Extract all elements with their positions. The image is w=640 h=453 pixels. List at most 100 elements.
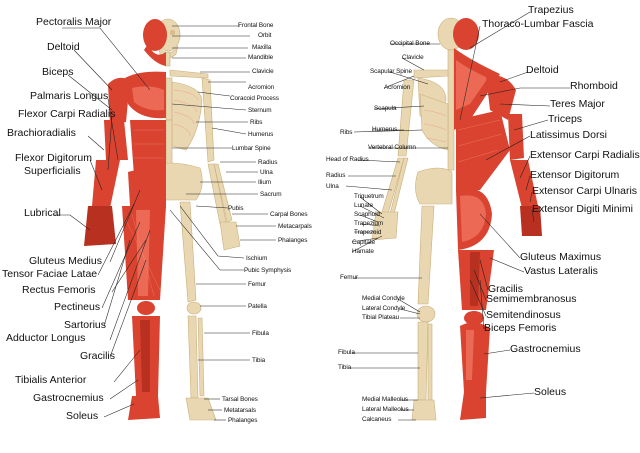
leader-lines [54,11,570,421]
label-medial-condyle: Medial Condyle [362,295,405,302]
label-deltoid-back: Deltoid [526,64,559,76]
label-tibialis-anterior: Tibialis Anterior [15,374,87,386]
label-semimembranosus: Semimembranosus [486,293,577,305]
label-ribs: Ribs [250,119,263,126]
label-rectus-femoris: Rectus Femoris [22,284,96,296]
label-calcaneus: Calcaneus [362,416,392,423]
label-flexor-carpi-radialis: Flexor Carpi Radialis [18,108,116,120]
label-trapezius: Trapezius [528,4,574,16]
label-trapezium: Trapezium [354,220,384,227]
label-pectoralis-major: Pectoralis Major [36,16,112,28]
label-capitate: Capitate [352,239,376,246]
label-palmaris-longus: Palmaris Longus [30,90,109,102]
label-sartorius: Sartorius [64,319,107,331]
front-muscles [84,19,167,420]
label-ribs-back: Ribs [340,129,353,136]
label-lateral-malleolus: Lateral Malleolus [362,406,409,413]
label-scaphoid: Scaphoid [354,211,380,218]
label-tensor-faciae-latae: Tensor Faciae Latae [2,268,98,280]
label-pubis: Pubis [228,205,244,212]
label-lubrical: Lubrical [24,207,61,219]
label-lumbar-spine: Lumbar Spine [232,145,271,152]
label-frontal-bone: Frontal Bone [238,22,274,29]
label-hamate: Hamate [352,248,374,255]
label-ulna-back: Ulna [326,183,339,190]
label-extensor-digiti-minimi: Extensor Digiti Minimi [532,203,633,215]
label-vastus-lateralis: Vastus Lateralis [524,265,598,277]
label-clavicle-back: Clavicle [402,54,424,61]
label-scapular-spine: Scapular Spine [370,68,412,75]
label-brachioradialis: Brachioradialis [7,127,76,139]
label-rhomboid: Rhomboid [570,80,618,92]
back-muscles [453,18,542,420]
label-extensor-digitorum: Extensor Digitorum [530,169,620,181]
label-metatarsals: Metatarsals [224,407,256,414]
label-trapezoid: Trapezoid [354,229,382,236]
label-radius: Radius [258,159,278,166]
label-tibia-back: Tibia [338,364,352,371]
label-acromion-back: Acromion [384,84,411,91]
label-deltoid: Deltoid [47,41,80,53]
label-triquetrum: Triquetrum [354,193,384,200]
label-gluteus-medius: Gluteus Medius [29,255,102,267]
label-vertebral-column: Vertebral Column [368,144,416,151]
label-gastrocnemius: Gastrocnemius [33,392,104,404]
label-tibia-front: Tibia [252,357,266,364]
label-maxilla: Maxilla [252,44,272,51]
label-extensor-carpi-ulnaris: Extensor Carpi Ulnaris [532,185,638,197]
label-ilium: Ilium [258,179,271,186]
label-ulna: Ulna [260,169,273,176]
back-figure [371,17,542,421]
label-fibula-front: Fibula [252,330,269,337]
label-flexor-digitorum: Flexor Digitorum [15,152,93,164]
label-biceps: Biceps [42,66,74,78]
label-orbit: Orbit [258,32,272,39]
label-tarsal-bones: Tarsal Bones [222,396,258,403]
label-gastrocnemius-back: Gastrocnemius [510,343,581,355]
label-occipital-bone: Occipital Bone [390,40,430,47]
label-teres-major: Teres Major [550,98,605,110]
label-fibula-back: Fibula [338,349,355,356]
label-biceps-femoris: Biceps Femoris [484,322,557,334]
front-figure [84,18,241,421]
label-tibial-plateau: Tibial Plateau [362,314,400,321]
label-metacarpals: Metacarpals [278,223,312,230]
label-pectineus: Pectineus [54,301,101,313]
label-gluteus-maximus: Gluteus Maximus [520,251,602,263]
label-carpal-bones: Carpal Bones [270,211,308,218]
label-ischium: Ischium [246,255,268,262]
label-soleus-back: Soleus [534,386,567,398]
label-patella: Patella [248,303,267,310]
label-lunate: Lunate [354,202,373,209]
label-phalanges-hand: Phalanges [278,237,308,244]
label-clavicle: Clavicle [252,68,274,75]
label-sacrum: Sacrum [260,191,282,198]
label-triceps: Triceps [548,113,583,125]
label-gracilis-back: Gracilis [488,283,524,295]
label-semitendinosus: Semitendinosus [486,309,561,321]
label-thoraco-lumbar-fascia: Thoraco-Lumbar Fascia [482,18,594,30]
label-soleus: Soleus [66,410,99,422]
label-phalanges-foot: Phalanges [228,417,258,424]
label-sternum: Sternum [248,107,272,114]
label-adductor-longus: Adductor Longus [6,332,86,344]
label-lateral-condyle: Lateral Condyle [362,305,406,312]
label-extensor-carpi-radialis: Extensor Carpi Radialis [530,149,640,161]
label-latissimus-dorsi: Latissimus Dorsi [530,129,608,141]
label-femur-front: Femur [248,281,266,288]
label-scapula: Scapula [374,105,397,112]
label-superficialis: Superficialis [24,165,81,177]
label-humerus-back: Humerus [372,126,398,133]
label-radius-back: Radius [326,172,346,179]
back-skeleton [371,17,465,421]
label-humerus: Humerus [248,131,274,138]
label-head-of-radius: Head of Radius [326,156,369,163]
label-acromion: Acromion [248,84,275,91]
label-femur-back: Femur [340,274,358,281]
label-gracilis: Gracilis [80,350,116,362]
label-medial-malleolus: Medial Malleolus [362,396,408,403]
label-mandible: Mandible [248,54,274,61]
label-pubic-symphysis: Pubic Symphysis [244,267,292,274]
